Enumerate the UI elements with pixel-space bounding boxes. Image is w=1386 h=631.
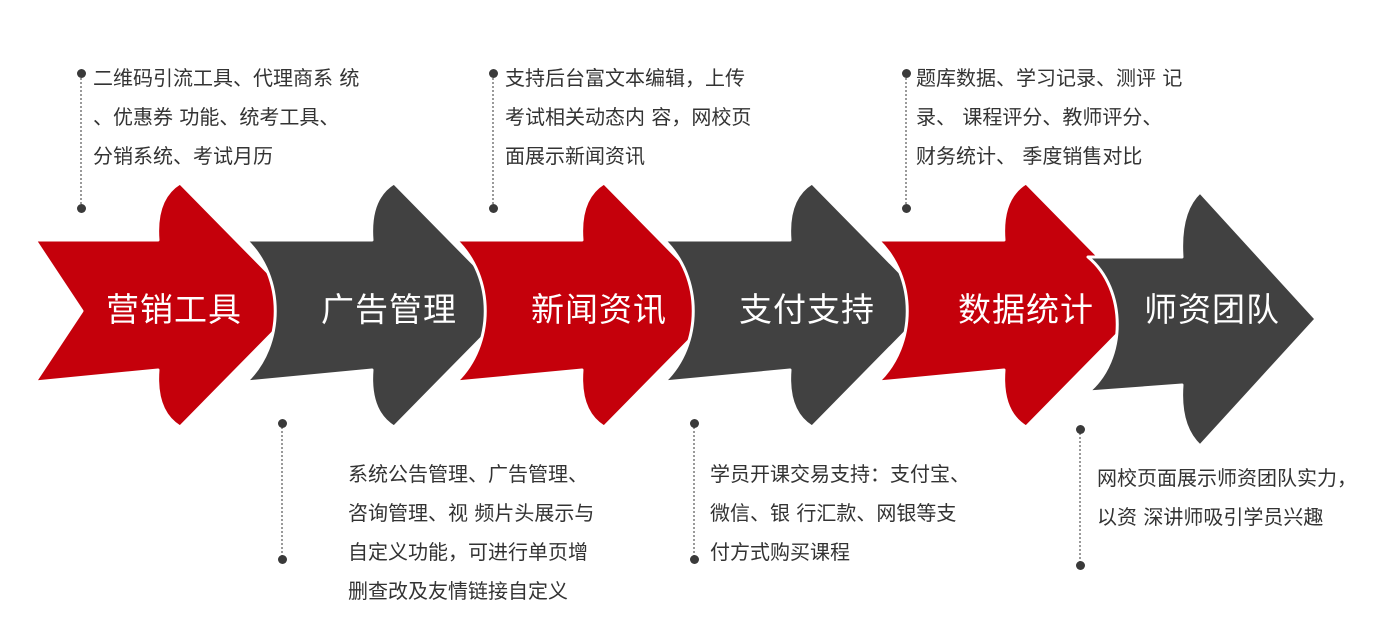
connector-dot-top-2 [278, 419, 287, 428]
connector-6 [1079, 430, 1081, 566]
stage-description-4: 学员开课交易支持：支付宝、 微信、银 行汇款、网银等支 付方式购买课程 [710, 455, 970, 572]
stage-label-1: 营销工具 [106, 290, 242, 329]
arrow-shape-red-5 [876, 181, 1148, 429]
description-line: 录、 课程评分、教师评分、 [916, 105, 1163, 129]
connector-2 [281, 424, 283, 560]
description-line: 二维码引流工具、代理商系 统 [93, 66, 360, 90]
description-line: 财务统计、 季度销售对比 [916, 144, 1143, 168]
connector-4 [693, 424, 695, 560]
description-line: 删查改及友情链接自定义 [348, 579, 568, 603]
connector-dot-bottom-5 [902, 204, 911, 213]
description-line: 、优惠券 功能、统考工具、 [93, 105, 340, 129]
description-line: 网校页面展示师资团队实力， [1097, 466, 1357, 490]
stage-description-6: 网校页面展示师资团队实力， 以资 深讲师吸引学员兴趣 [1097, 459, 1357, 537]
description-line: 支持后台富文本编辑，上传 [505, 66, 745, 90]
connector-dot-top-6 [1076, 425, 1085, 434]
stage-label-6: 师资团队 [1144, 290, 1280, 329]
stage-label-4: 支付支持 [739, 290, 875, 329]
description-line: 分销系统、考试月历 [93, 144, 273, 168]
connector-3 [492, 74, 494, 208]
description-line: 题库数据、学习记录、测评 记 [916, 66, 1183, 90]
description-line: 咨询管理、视 频片头展示与 [348, 501, 595, 525]
stage-label-5: 数据统计 [958, 290, 1094, 329]
connector-dot-top-4 [690, 419, 699, 428]
stage-description-5: 题库数据、学习记录、测评 记 录、 课程评分、教师评分、 财务统计、 季度销售对… [916, 59, 1182, 176]
connector-dot-bottom-4 [690, 555, 699, 564]
connector-dot-top-3 [489, 69, 498, 78]
description-line: 面展示新闻资讯 [505, 144, 645, 168]
stage-description-3: 支持后台富文本编辑，上传 考试相关动态内 容，网校页 面展示新闻资讯 [505, 59, 751, 176]
connector-dot-top-5 [902, 69, 911, 78]
connector-dot-bottom-2 [278, 555, 287, 564]
description-line: 自定义功能，可进行单页增 [348, 540, 588, 564]
description-line: 考试相关动态内 容，网校页 [505, 105, 752, 129]
connector-dot-bottom-6 [1076, 561, 1085, 570]
connector-5 [905, 74, 907, 208]
stage-label-3: 新闻资讯 [531, 290, 667, 329]
stage-label-2: 广告管理 [321, 290, 457, 329]
connector-1 [80, 74, 82, 208]
arrow-shape-red-1 [33, 181, 302, 429]
arrow-shape-red-3 [454, 181, 726, 429]
connector-dot-top-1 [77, 69, 86, 78]
arrow-shape-dark-6 [1086, 190, 1318, 448]
arrow-shape-dark-2 [244, 181, 516, 429]
stage-description-1: 二维码引流工具、代理商系 统 、优惠券 功能、统考工具、 分销系统、考试月历 [93, 59, 359, 176]
arrow-shape-dark-4 [662, 181, 934, 429]
connector-dot-bottom-3 [489, 204, 498, 213]
description-line: 微信、银 行汇款、网银等支 [710, 501, 957, 525]
connector-dot-bottom-1 [77, 204, 86, 213]
description-line: 以资 深讲师吸引学员兴趣 [1097, 505, 1324, 529]
description-line: 付方式购买课程 [710, 540, 850, 564]
description-line: 学员开课交易支持：支付宝、 [710, 462, 970, 486]
description-line: 系统公告管理、广告管理、 [348, 462, 588, 486]
stage-description-2: 系统公告管理、广告管理、 咨询管理、视 频片头展示与 自定义功能，可进行单页增 … [348, 455, 594, 611]
